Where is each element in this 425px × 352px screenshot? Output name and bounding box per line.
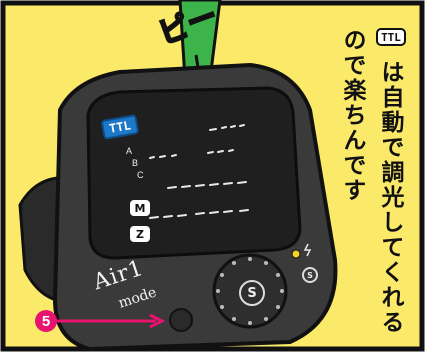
mode-key-z[interactable]: Z — [130, 226, 150, 242]
readout-row-2 — [149, 149, 234, 159]
mode-key-m[interactable]: M — [130, 200, 150, 216]
small-button-label[interactable]: S — [302, 267, 318, 283]
pointer-arrow-head — [149, 313, 166, 329]
mode-button — [169, 308, 193, 332]
dial-center-label[interactable]: S — [239, 280, 265, 306]
caption-line-1: は自動で調光してくれる — [377, 60, 403, 335]
group-label-c: C — [137, 170, 144, 180]
status-led — [291, 249, 301, 259]
readout-row-1 — [209, 124, 245, 131]
readout-row-3 — [167, 181, 247, 189]
caption-line-2: ので楽ちんです — [339, 28, 365, 203]
group-label-b: B — [132, 158, 139, 168]
flash-icon — [303, 243, 312, 257]
screen-readouts — [149, 124, 249, 219]
annotation-number-badge: 5 — [35, 310, 57, 332]
group-label-a: A — [126, 146, 133, 156]
device-screen — [86, 86, 302, 260]
ttl-icon: TTL — [376, 28, 406, 46]
dial-dots — [216, 257, 284, 325]
readout-row-4 — [149, 209, 249, 219]
